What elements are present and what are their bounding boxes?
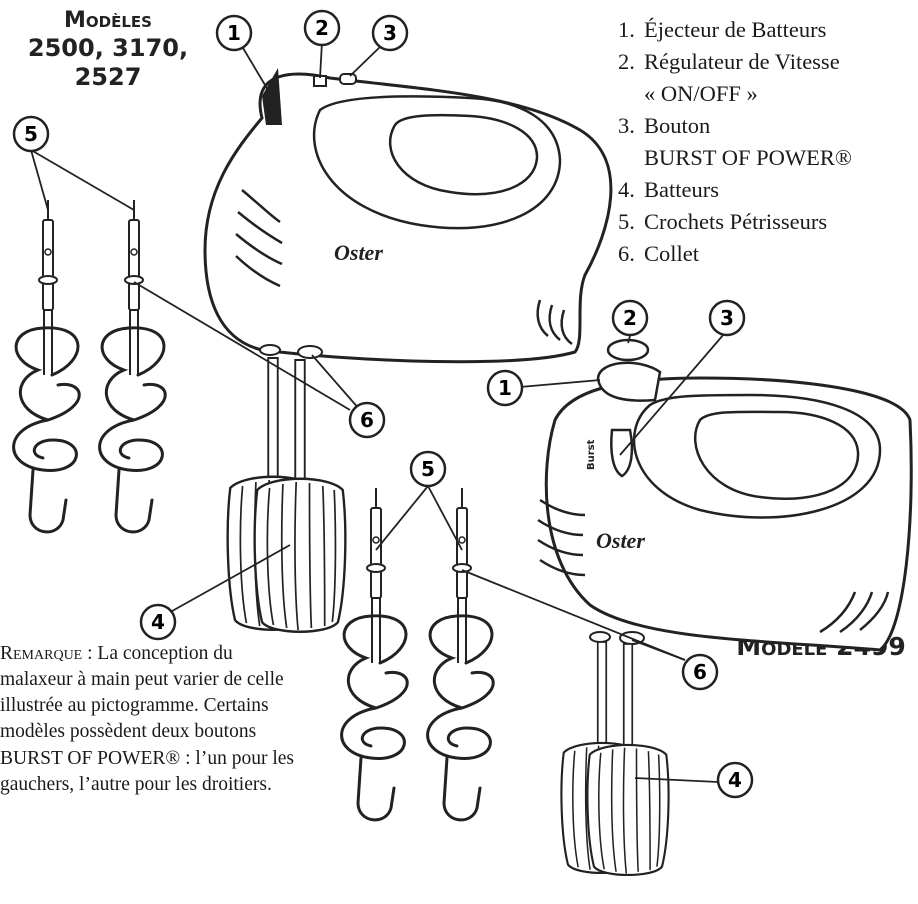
leader-lines [30,41,725,783]
callout-4: 4 [716,761,754,799]
callout-1: 1 [215,14,253,52]
svg-text:1: 1 [498,376,512,400]
model-label-top: Modèles 2500, 3170, 2527 [0,8,216,92]
svg-text:2: 2 [623,306,637,330]
models-heading: Modèles [64,8,152,33]
dough-hook [426,486,495,822]
svg-text:6: 6 [693,660,707,684]
dough-hook [12,198,81,534]
legend-item: 4.Batteurs [618,176,719,202]
svg-text:4: 4 [151,610,165,634]
callout-5: 5 [12,115,50,153]
callout-4: 4 [139,603,177,641]
parts-legend: 1.Éjecteur de Batteurs 2.Régulateur de V… [618,14,918,270]
dough-hook [98,198,167,534]
mixer-body-top: Oster [203,68,613,364]
svg-text:3: 3 [383,21,397,45]
dough-hook [340,486,409,822]
callout-markers: 1 2 3 5 6 4 5 2 3 1 6 4 [12,9,754,799]
callout-1: 1 [486,369,524,407]
models-numbers: 2500, 3170, 2527 [27,34,189,92]
legend-item: 6.Collet [618,240,699,266]
svg-text:5: 5 [24,122,38,146]
svg-text:2: 2 [315,16,329,40]
brand-logo-top: Oster [334,240,383,265]
legend-item: 1.Éjecteur de Batteurs [618,17,827,42]
callout-2: 2 [611,299,649,337]
svg-text:4: 4 [728,768,742,792]
svg-text:6: 6 [360,408,374,432]
burst-button-label: Burst [586,439,597,470]
callout-2: 2 [303,9,341,47]
legend-item-cont: BURST OF POWER® [644,144,852,170]
callout-3: 3 [371,14,409,52]
legend-item: 2.Régulateur de Vitesse [618,48,840,74]
legend-item: 5.Crochets Pétrisseurs [618,208,828,234]
svg-text:5: 5 [421,457,435,481]
legend-item: 3.Bouton [618,112,711,138]
callout-5: 5 [409,450,447,488]
svg-text:3: 3 [720,306,734,330]
legend-item-cont: « ON/OFF » [644,80,758,106]
callout-6: 6 [348,401,386,439]
callout-6: 6 [681,653,719,691]
brand-logo-bottom: Oster [596,528,645,553]
svg-text:1: 1 [227,21,241,45]
note-body: La conception du malaxeur à main peut va… [0,643,294,795]
callout-3: 3 [708,299,746,337]
note-heading: Remarque : [0,643,93,664]
design-note: Remarque : La conception du malaxeur à m… [0,641,300,798]
mixer-body-bottom: Burst Oster [537,338,913,652]
